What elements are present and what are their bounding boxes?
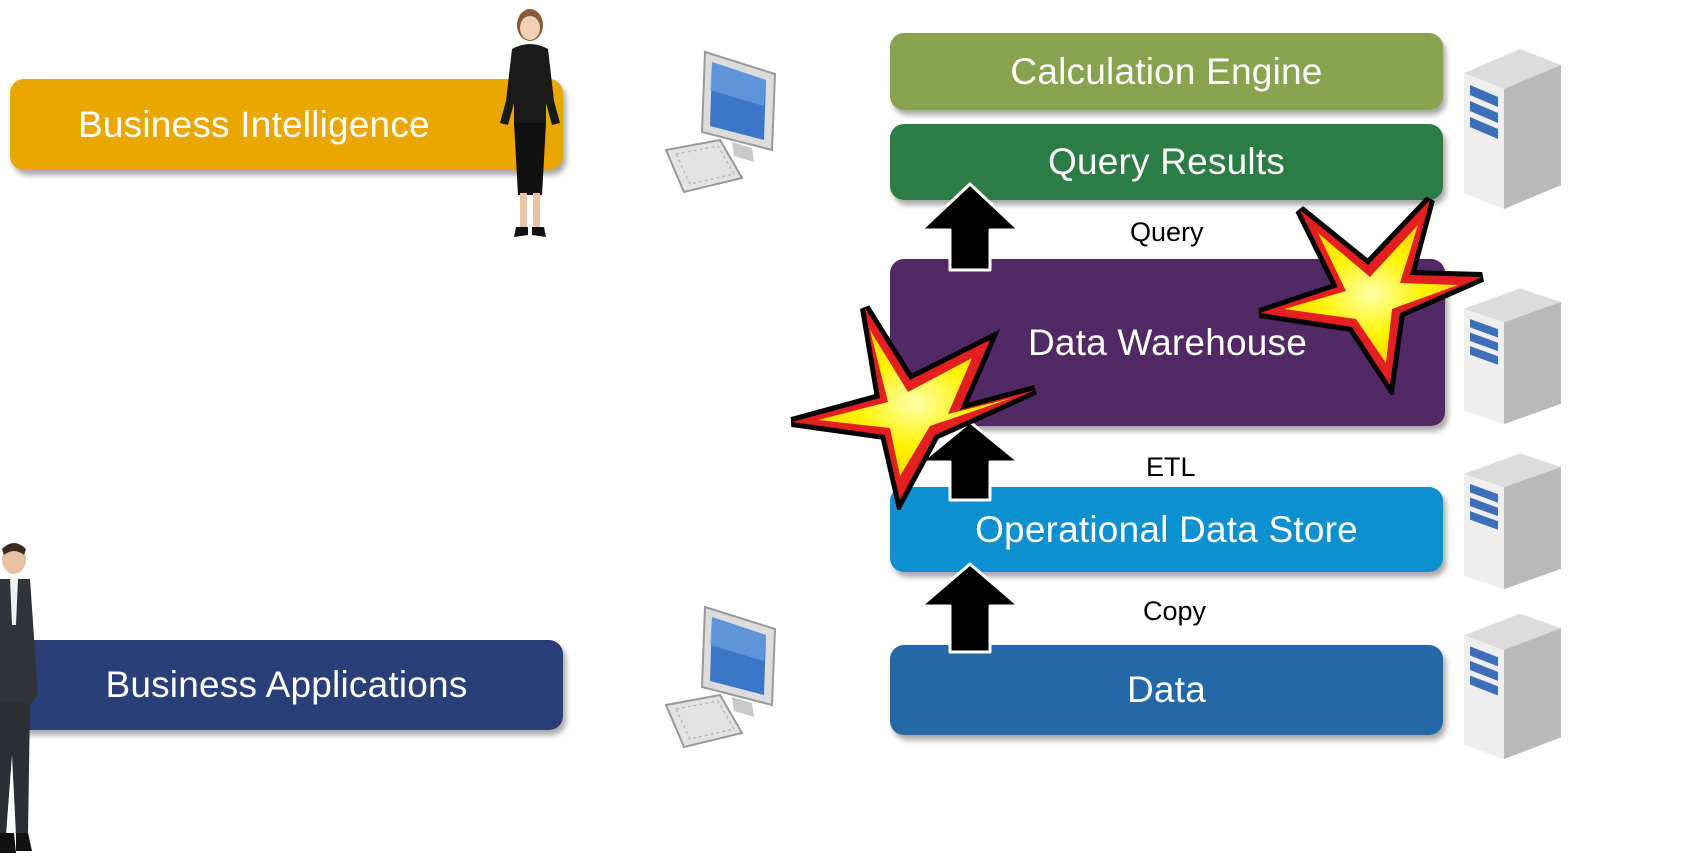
up-arrow-icon — [919, 182, 1021, 272]
query-results-box: Query Results — [890, 124, 1443, 200]
server-icon — [1464, 288, 1561, 425]
business-intelligence-box: Business Intelligence — [10, 79, 563, 170]
business-applications-box: Business Applications — [10, 640, 563, 730]
explosion-star-icon — [1258, 196, 1485, 395]
data-label: Data — [1127, 669, 1206, 710]
query-results-label: Query Results — [1047, 141, 1285, 182]
server-icon — [1464, 49, 1561, 209]
server-icon — [1464, 613, 1561, 760]
business-intelligence-label: Business Intelligence — [78, 103, 430, 145]
explosion-star-icon — [790, 305, 1038, 510]
business-applications-label: Business Applications — [105, 664, 468, 705]
desktop-computer-icon — [664, 605, 777, 749]
up-arrow-icon — [919, 562, 1021, 654]
data-warehouse-label: Data Warehouse — [1027, 321, 1308, 363]
businesswoman-figure — [500, 9, 560, 237]
calculation-engine-box: Calculation Engine — [890, 33, 1443, 110]
calculation-engine-label: Calculation Engine — [1010, 50, 1323, 92]
operational-data-store-label: Operational Data Store — [975, 508, 1358, 550]
data-box: Data — [890, 645, 1443, 735]
query-label: Query — [1130, 217, 1204, 247]
copy-label: Copy — [1143, 596, 1207, 626]
server-icon — [1464, 453, 1561, 590]
desktop-computer-icon — [664, 50, 777, 194]
businessman-figure — [0, 543, 38, 853]
etl-label: ETL — [1146, 452, 1196, 482]
